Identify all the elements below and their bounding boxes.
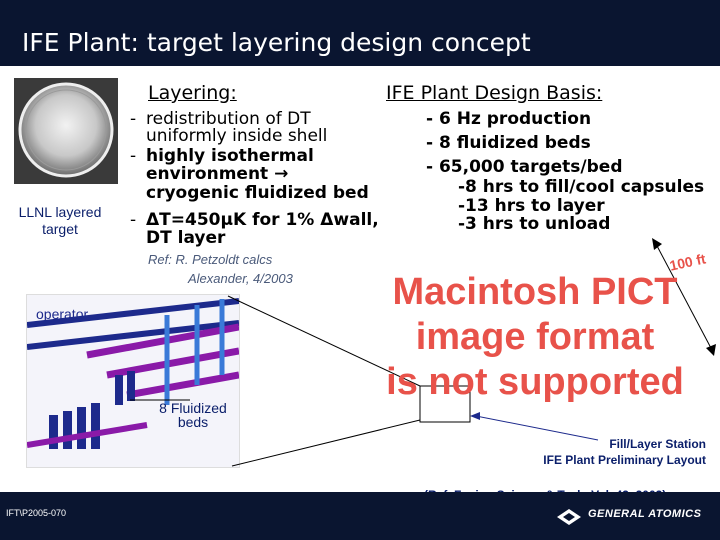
layered-target-photo — [14, 78, 118, 184]
plant-layout-image — [26, 294, 240, 468]
target-caption: LLNL layered target — [18, 204, 102, 237]
layering-bullet-1: - redistribution of DT — [130, 109, 311, 129]
layering-ref-line-2: Alexander, 4/2003 — [188, 271, 293, 286]
general-atomics-logo-icon — [557, 509, 581, 525]
design-basis-line-6: -3 hrs to unload — [458, 214, 611, 234]
design-basis-line-3: - 65,000 targets/bed — [426, 157, 623, 177]
unsupported-image-message: Macintosh PICT image format is not suppo… — [386, 271, 684, 403]
layering-ref-line-1: Ref: R. Petzoldt calcs — [148, 252, 273, 267]
company-logo-text: GENERAL ATOMICS — [588, 508, 702, 520]
bottom-bar — [0, 492, 720, 540]
layering-bullet-2-line-3: cryogenic fluidized bed — [146, 183, 369, 203]
layering-bullet-1-line-2: uniformly inside shell — [146, 126, 328, 146]
operator-label: operator — [36, 306, 89, 322]
station-caption: Fill/Layer Station IFE Plant Preliminary… — [543, 437, 706, 467]
title-bar: IFE Plant: target layering design concep… — [0, 0, 720, 66]
layering-bullet-2-line-2: environment → — [146, 164, 289, 184]
design-basis-line-5: -13 hrs to layer — [458, 196, 605, 216]
fluidized-beds-label: 8 Fluidized beds — [159, 400, 227, 430]
layering-bullet-3-line-2: DT layer — [146, 228, 226, 248]
layering-heading: Layering: — [148, 82, 237, 104]
design-basis-line-4: -8 hrs to fill/cool capsules — [458, 177, 705, 197]
document-id: IFT\P2005-070 — [6, 508, 67, 518]
design-basis-line-2: - 8 fluidized beds — [426, 133, 591, 153]
design-basis-heading: IFE Plant Design Basis: — [386, 82, 603, 104]
design-basis-line-1: - 6 Hz production — [426, 109, 592, 129]
slide-title: IFE Plant: target layering design concep… — [22, 28, 531, 57]
layering-bullet-3: - ΔT=450μK for 1% Δwall, — [130, 210, 379, 230]
layering-bullet-2: - highly isothermal — [130, 146, 314, 166]
